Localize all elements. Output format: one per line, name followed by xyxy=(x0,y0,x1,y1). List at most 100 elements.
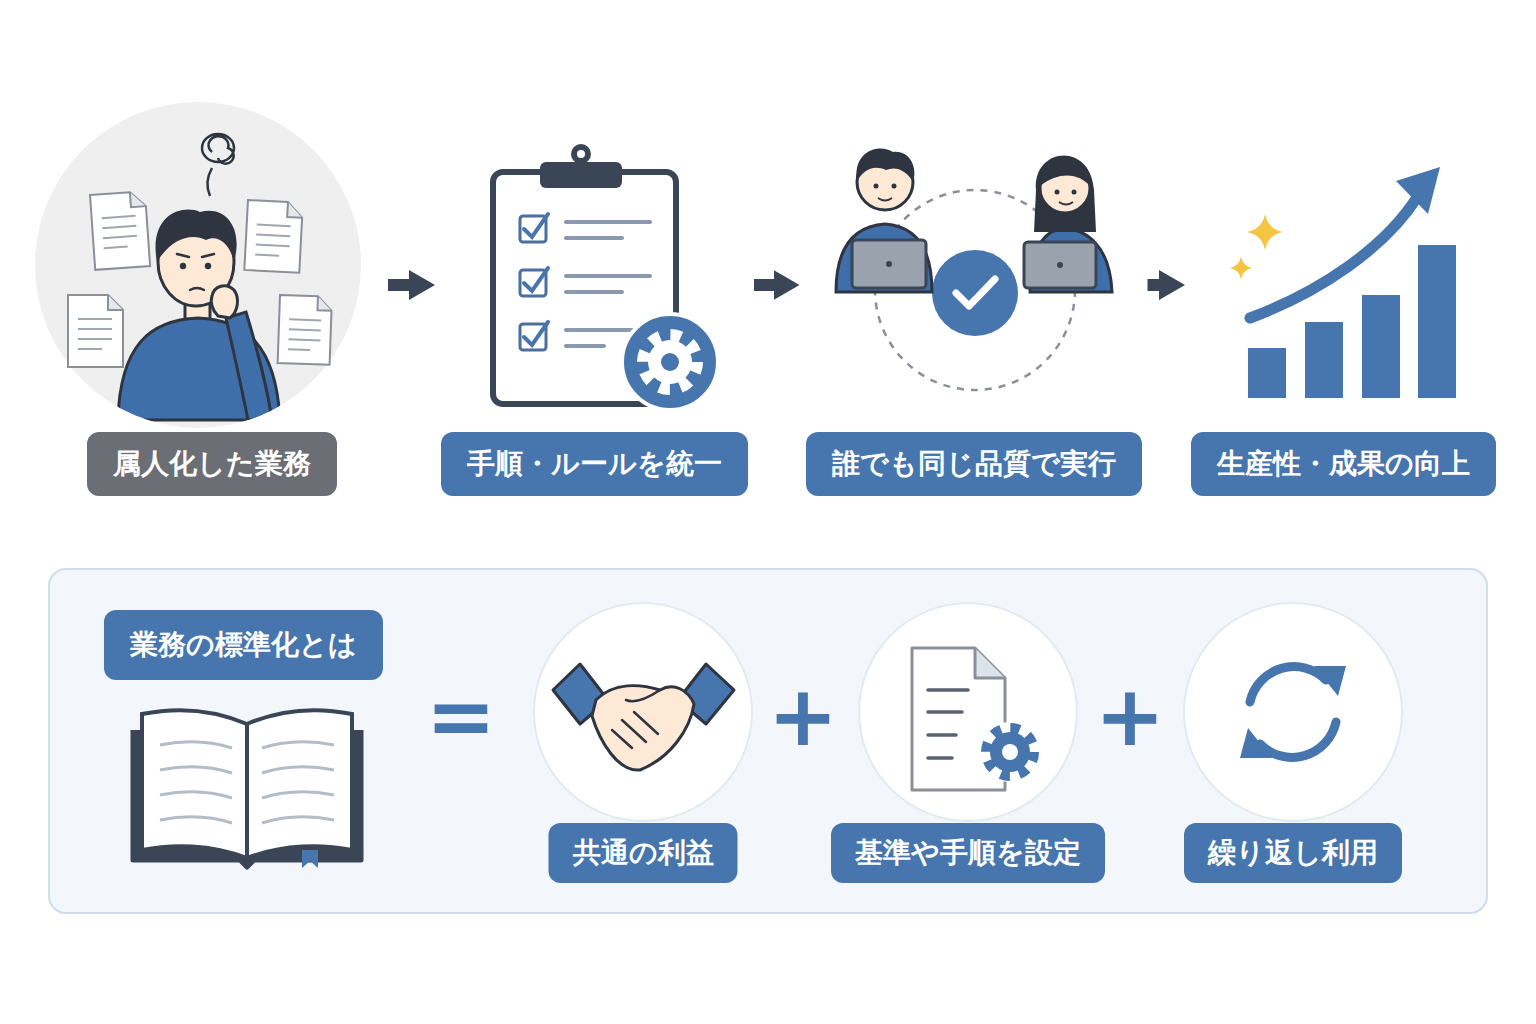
illustration-part xyxy=(1059,202,1073,205)
illustration-part xyxy=(1305,322,1343,398)
illustration-part xyxy=(160,742,334,823)
illustration-part xyxy=(1240,728,1272,758)
illustration-part xyxy=(932,250,1018,336)
illustration-part xyxy=(956,279,995,306)
book-icon xyxy=(133,710,361,868)
stage-column: 誰でも同じ品質で実行 xyxy=(804,120,1144,500)
concept-circle: 基準や手順を設定 xyxy=(858,602,1078,822)
growth-chart-illustration xyxy=(1230,167,1456,398)
illustration-part xyxy=(892,184,897,189)
illustration-part xyxy=(142,710,247,858)
illustration-part xyxy=(874,184,879,189)
illustration-part xyxy=(540,162,622,188)
operator-symbol: = xyxy=(426,674,496,758)
circle-outline xyxy=(1183,602,1403,822)
checklist-row xyxy=(520,268,650,296)
stage-label: 手順・ルールを統一 xyxy=(441,432,748,496)
circle-outline xyxy=(858,602,1078,822)
circle-outline xyxy=(533,602,753,822)
flow-arrow xyxy=(1148,279,1170,291)
illustration-part xyxy=(287,202,303,218)
illustration-part xyxy=(1247,214,1283,250)
clipboard-illustration xyxy=(493,144,718,410)
illustration-part xyxy=(852,240,926,288)
stage-column: 手順・ルールを統一 xyxy=(439,120,750,500)
illustration-part xyxy=(247,710,352,858)
illustration-part xyxy=(202,134,234,196)
illustration-part xyxy=(524,268,548,291)
illustration-part xyxy=(226,312,272,420)
illustration-part xyxy=(566,276,650,292)
illustration-part xyxy=(302,850,318,868)
illustration-part xyxy=(524,214,548,237)
illustration-part xyxy=(1034,155,1096,232)
illustration-part xyxy=(205,263,211,269)
repeat-icon xyxy=(1240,666,1346,758)
illustration-part xyxy=(886,261,892,267)
illustration-part xyxy=(177,254,214,257)
operator-symbol: + xyxy=(1095,674,1165,758)
paper-icon xyxy=(68,295,123,367)
illustration-part xyxy=(1230,257,1252,279)
stage-label: 属人化した業務 xyxy=(87,432,337,496)
illustration-part xyxy=(1362,295,1400,398)
stage-column: 生産性・成果の向上 xyxy=(1189,120,1498,500)
illustration-part xyxy=(102,216,138,248)
illustration-part xyxy=(648,340,692,384)
illustration-part xyxy=(278,295,332,365)
illustration-part xyxy=(35,102,361,428)
icon-disc xyxy=(533,602,753,822)
illustration-part xyxy=(1314,666,1346,696)
illustration-part xyxy=(130,191,146,207)
concept-label: 共通の利益 xyxy=(549,823,738,883)
illustration-part xyxy=(1418,245,1456,398)
illustration-part xyxy=(1260,722,1336,757)
illustration-part xyxy=(928,690,968,758)
concept-circle: 共通の利益 xyxy=(533,602,753,822)
illustration-part xyxy=(878,198,892,201)
illustration-part xyxy=(661,353,679,371)
illustration-part xyxy=(68,295,123,367)
concept-label: 繰り返し利用 xyxy=(1184,823,1402,883)
illustration-part xyxy=(288,319,321,350)
illustration-part xyxy=(643,335,697,389)
stage-label: 生産性・成果の向上 xyxy=(1191,432,1496,496)
illustration-part xyxy=(211,286,237,318)
illustration-part xyxy=(571,144,591,164)
document-gear-icon xyxy=(912,648,1040,790)
paper-icon xyxy=(278,295,332,365)
circle-outline xyxy=(859,603,1077,821)
illustration-part xyxy=(836,224,932,292)
panel-ground xyxy=(48,568,1488,914)
illustration-part xyxy=(317,296,331,310)
circle-outline xyxy=(1184,603,1402,821)
illustration-part xyxy=(1248,348,1286,398)
illustration-part xyxy=(980,722,1040,782)
illustration-part xyxy=(975,648,1005,678)
illustration-part xyxy=(1057,262,1063,268)
stage-column: 属人化した業務 xyxy=(40,120,384,500)
team-illustration xyxy=(836,148,1112,390)
worried-person-illustration xyxy=(35,102,361,428)
paper-icon xyxy=(90,191,150,270)
concept-label: 基準や手順を設定 xyxy=(831,823,1105,883)
illustration-part xyxy=(108,295,123,310)
illustration-part xyxy=(1024,242,1096,288)
illustration-part xyxy=(244,200,303,273)
handshake-icon xyxy=(553,664,734,770)
checklist-row xyxy=(520,214,650,242)
illustration-part xyxy=(78,319,112,349)
heading-pill: 業務の標準化とは xyxy=(104,610,383,680)
illustration-part xyxy=(118,300,280,420)
illustration-part xyxy=(524,322,548,345)
illustration-part xyxy=(1250,667,1326,702)
operator-symbol: + xyxy=(768,674,838,758)
icon-disc xyxy=(1183,602,1403,822)
concept-circle: 繰り返し利用 xyxy=(1183,602,1403,822)
illustration-part xyxy=(90,191,150,270)
illustration-part xyxy=(990,732,1030,772)
illustration-part xyxy=(1002,744,1018,760)
illustration-part xyxy=(856,148,914,182)
stage-label: 誰でも同じ品質で実行 xyxy=(806,432,1142,496)
